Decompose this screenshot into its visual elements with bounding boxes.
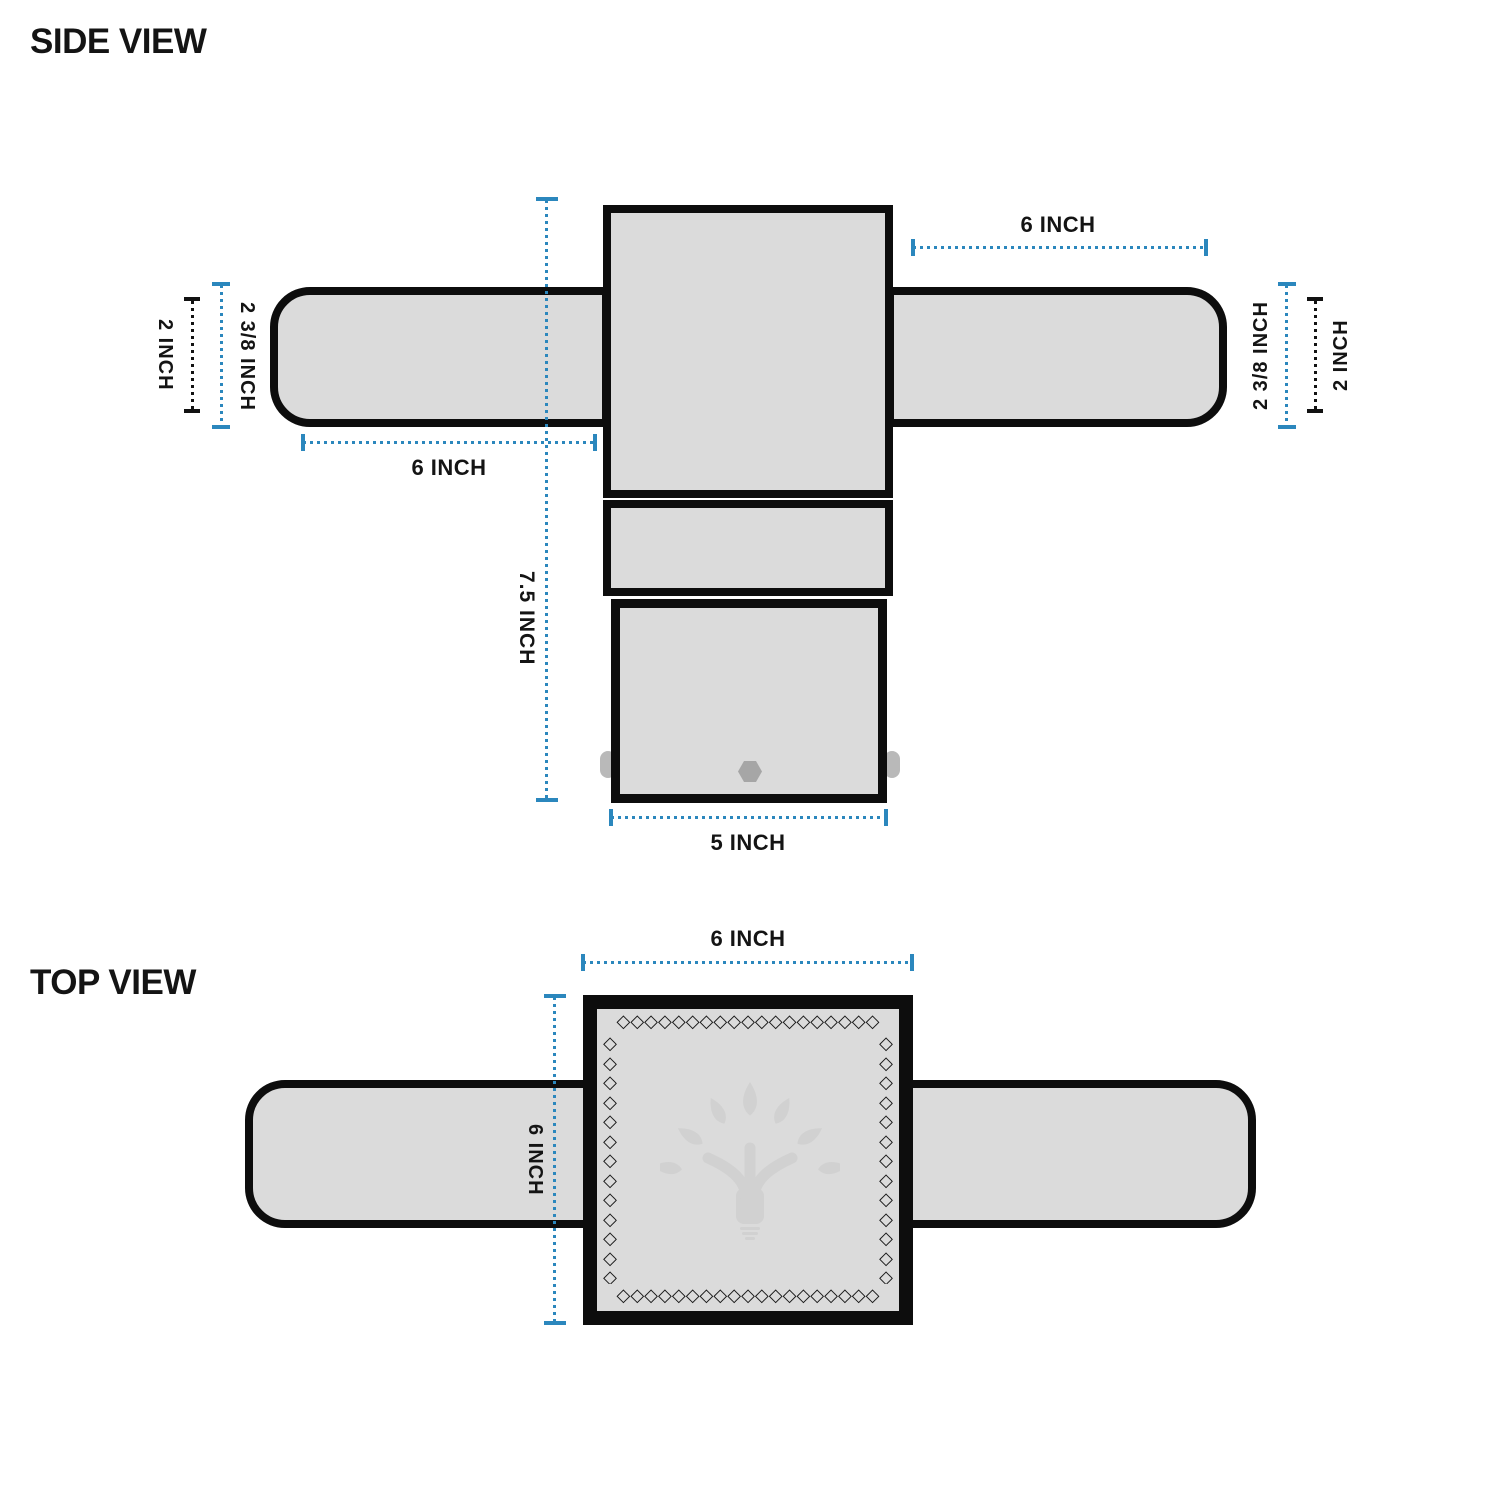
diamond-border-bottom: ◇◇◇◇◇◇◇◇◇◇◇◇◇◇◇◇◇◇◇ <box>616 1285 880 1305</box>
dim-tick <box>184 297 200 301</box>
dim-base-width-line <box>611 816 887 819</box>
dim-tick <box>581 954 585 971</box>
diamond-border-top: ◇◇◇◇◇◇◇◇◇◇◇◇◇◇◇◇◇◇◇ <box>616 1011 880 1031</box>
side-view-title: SIDE VIEW <box>30 22 207 61</box>
dim-tick <box>544 1321 566 1325</box>
dim-tick <box>593 434 597 451</box>
dim-arm-left-length-line <box>303 441 596 444</box>
top-view-right-arm <box>905 1080 1256 1228</box>
dim-tick <box>609 809 613 826</box>
dim-arm-inner-left-line <box>191 301 194 409</box>
dim-arm-inner-left-label: 2 INCH <box>154 319 176 391</box>
dim-plate-depth-label: 6 INCH <box>524 1124 546 1196</box>
dim-total-height-line <box>545 200 548 800</box>
side-view-clamp-band <box>603 500 893 596</box>
dim-tick <box>184 409 200 413</box>
dim-tick <box>212 425 230 429</box>
dim-tick <box>1278 425 1296 429</box>
dim-arm-outer-left-label: 2 3/8 INCH <box>236 301 258 411</box>
dim-tick <box>1307 297 1323 301</box>
dim-tick <box>212 282 230 286</box>
tree-bulb-watermark-icon <box>660 1082 840 1240</box>
dim-tick <box>884 809 888 826</box>
dim-arm-right-length-label: 6 INCH <box>1020 212 1096 237</box>
side-view-left-arm <box>270 287 610 427</box>
dim-arm-inner-right-line <box>1314 301 1317 409</box>
dim-tick <box>1278 282 1296 286</box>
dim-arm-inner-right-label: 2 INCH <box>1330 319 1352 391</box>
side-view-top-block <box>603 205 893 498</box>
dim-tick <box>1204 239 1208 256</box>
dim-tick <box>544 994 566 998</box>
diamond-border-left: ◇◇◇◇◇◇◇◇◇◇◇◇◇ <box>603 1034 617 1284</box>
dim-base-width-label: 5 INCH <box>710 830 786 855</box>
hex-bolt-icon <box>738 761 762 782</box>
top-view-title: TOP VIEW <box>30 963 196 1002</box>
dim-tick <box>536 798 558 802</box>
dim-total-height-label: 7.5 INCH <box>515 570 538 666</box>
side-view-lower-block <box>611 599 887 803</box>
dim-arm-right-length-line <box>913 246 1207 249</box>
diamond-border-right: ◇◇◇◇◇◇◇◇◇◇◇◇◇ <box>879 1034 893 1284</box>
dim-plate-depth-line <box>553 997 556 1323</box>
dim-arm-outer-right-label: 2 3/8 INCH <box>1250 301 1272 411</box>
dim-tick <box>1307 409 1323 413</box>
dim-tick <box>536 197 558 201</box>
side-view-right-arm <box>886 287 1227 427</box>
dim-tick <box>911 239 915 256</box>
dim-tick <box>910 954 914 971</box>
dim-plate-width-line <box>583 961 913 964</box>
dim-arm-outer-right-line <box>1285 285 1288 427</box>
right-pivot-tab <box>884 751 900 778</box>
dim-plate-width-label: 6 INCH <box>710 926 786 951</box>
dim-tick <box>301 434 305 451</box>
dim-arm-left-length-label: 6 INCH <box>411 455 487 480</box>
dim-arm-outer-left-line <box>220 285 223 427</box>
